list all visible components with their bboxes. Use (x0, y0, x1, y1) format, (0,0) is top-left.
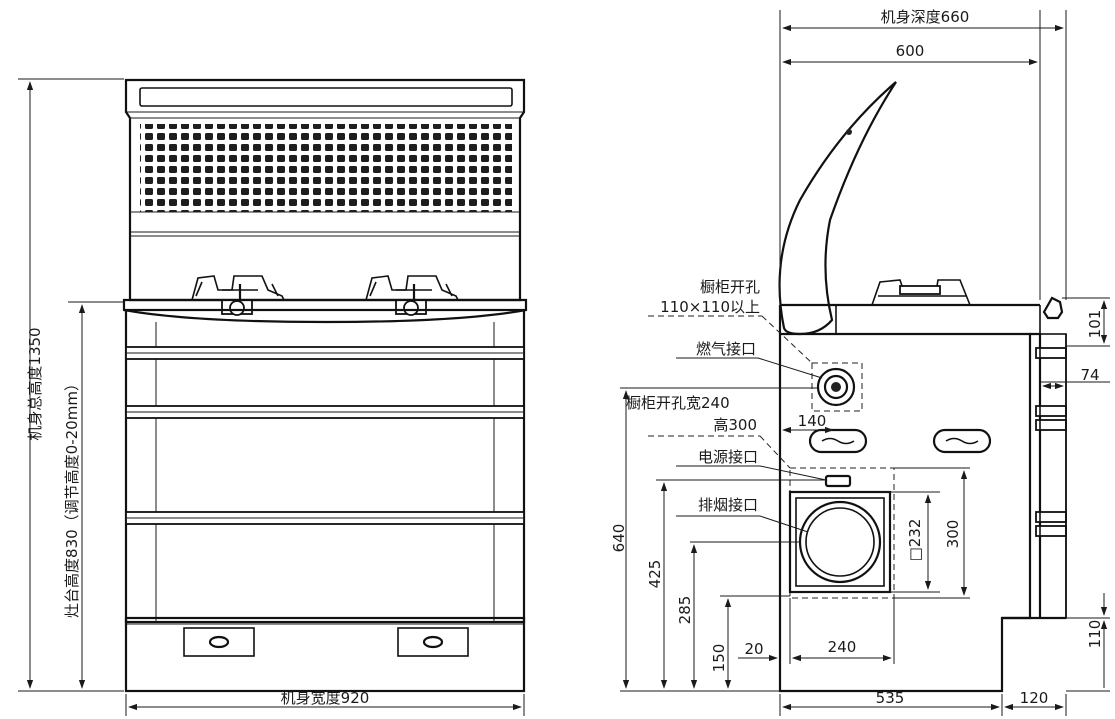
cabinet-hole-label-line1: 橱柜开孔 (700, 278, 760, 296)
hood-grille (140, 124, 512, 212)
dim-140: 140 (798, 412, 827, 430)
power-inlet-label: 电源接口 (698, 448, 758, 466)
dim-640: 640 (610, 524, 628, 553)
dim-425: 425 (646, 560, 664, 589)
dim-285: 285 (676, 596, 694, 625)
dim-300: 300 (944, 520, 962, 549)
dim-150: 150 (710, 644, 728, 673)
front-view: 机身总高度1350 灶台高度830（调节高度0-20mm） 机身宽度920 (18, 78, 528, 716)
hood-arm (778, 81, 897, 336)
side-vent-left (808, 428, 868, 454)
countertop (122, 298, 528, 324)
dim-232: □232 (906, 519, 924, 562)
dim-120: 120 (1020, 689, 1049, 707)
cabinet-hole-height-label: 高300 (713, 416, 757, 434)
dim-20: 20 (744, 640, 763, 658)
cabinet-hole-110 (811, 362, 863, 412)
base-vent-left (183, 627, 255, 657)
width-label: 机身宽度920 (281, 689, 370, 707)
exhaust-inlet-icon (788, 490, 892, 594)
cabinet-body (124, 308, 526, 624)
side-view: 橱柜开孔 110×110以上 燃气接口 橱柜开孔宽240 高300 140 电源… (610, 8, 1110, 716)
exhaust-inlet-label: 排烟接口 (698, 496, 758, 514)
power-inlet-icon (824, 474, 852, 488)
cabinet-hole-width-label: 橱柜开孔宽240 (626, 394, 730, 412)
base-vent-right (397, 627, 469, 657)
cabinet-hole-label-line2: 110×110以上 (660, 298, 760, 316)
hood-top-slot (139, 87, 513, 107)
dim-240: 240 (828, 638, 857, 656)
gas-inlet-label: 燃气接口 (696, 340, 756, 358)
counter-height-label: 灶台高度830（调节高度0-20mm） (63, 376, 81, 618)
depth-label: 机身深度660 (881, 8, 970, 26)
base-plinth (124, 616, 526, 693)
dim-110: 110 (1086, 620, 1104, 649)
gas-inlet-icon (816, 367, 856, 407)
dim-74: 74 (1080, 366, 1099, 384)
dim-535: 535 (876, 689, 905, 707)
side-vent-right (932, 428, 992, 454)
depth-600-label: 600 (896, 42, 925, 60)
dim-101: 101 (1086, 310, 1104, 339)
side-burner-icon (871, 279, 971, 306)
total-height-label: 机身总高度1350 (26, 327, 44, 440)
